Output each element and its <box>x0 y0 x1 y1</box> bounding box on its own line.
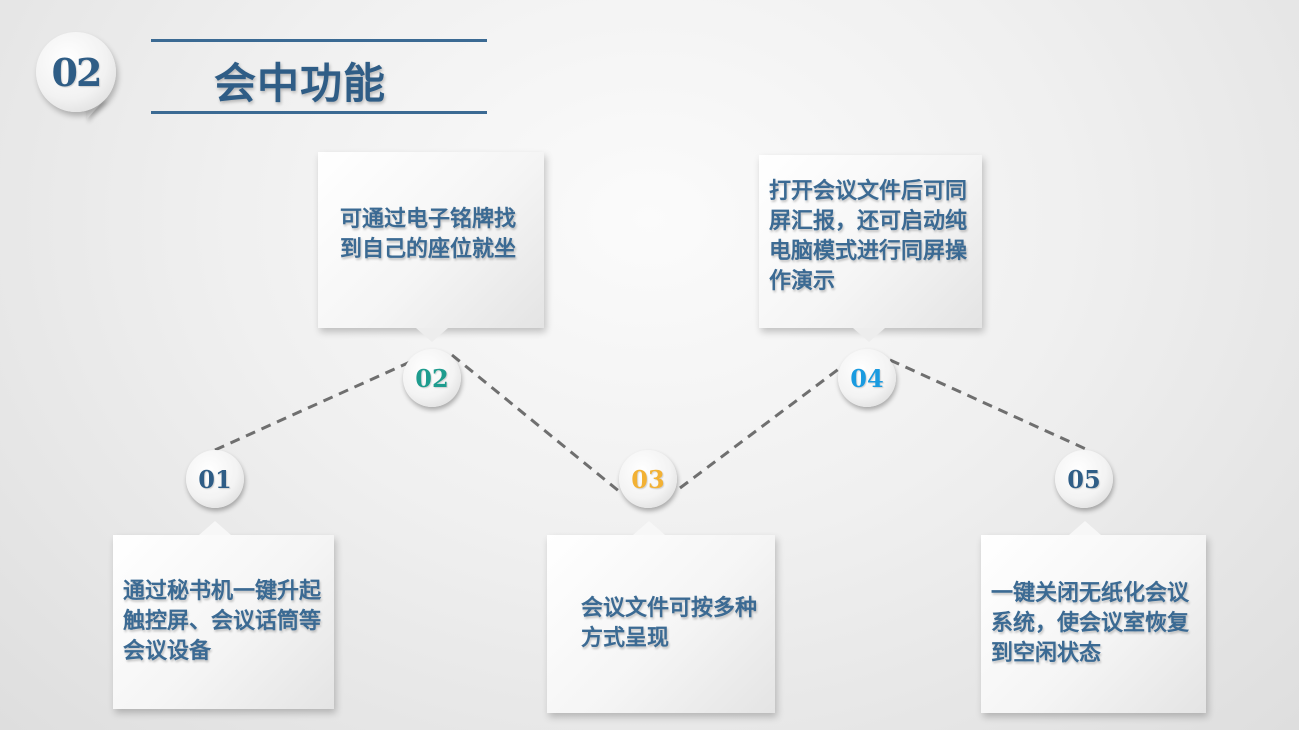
step-node-01: 01 <box>186 450 244 508</box>
step-card-04: 打开会议文件后可同屏汇报，还可启动纯电脑模式进行同屏操作演示 <box>759 155 982 342</box>
step-node-03: 03 <box>619 450 677 508</box>
step-node-04: 04 <box>838 349 896 407</box>
title-rule-top <box>151 39 487 42</box>
step-number-05: 05 <box>1067 464 1101 494</box>
step-number-02: 02 <box>415 363 449 393</box>
card-pointer <box>416 328 448 342</box>
step-card-03: 会议文件可按多种方式呈现 <box>547 521 775 713</box>
connector-02-03 <box>451 353 621 494</box>
speech-bubble: 02 <box>36 32 116 112</box>
step-card-05: 一键关闭无纸化会议系统，使会议室恢复到空闲状态 <box>981 521 1206 713</box>
step-card-01: 通过秘书机一键升起触控屏、会议话筒等会议设备 <box>113 521 334 709</box>
step-number-01: 01 <box>198 464 232 494</box>
section-number: 02 <box>51 49 103 95</box>
step-card-02: 可通过电子铭牌找到自己的座位就坐 <box>318 152 544 342</box>
card-pointer <box>199 521 231 535</box>
connector-03-04 <box>679 366 841 490</box>
connector-01-02 <box>214 360 411 452</box>
card-pointer <box>1069 521 1101 535</box>
card-pointer <box>853 328 885 342</box>
card-pointer <box>633 521 665 535</box>
step-text-04: 打开会议文件后可同屏汇报，还可启动纯电脑模式进行同屏操作演示 <box>769 178 968 294</box>
section-number-badge: 02 <box>36 32 120 120</box>
step-node-05: 05 <box>1055 450 1113 508</box>
step-number-03: 03 <box>631 464 665 494</box>
step-text-05: 一键关闭无纸化会议系统，使会议室恢复到空闲状态 <box>991 581 1190 666</box>
step-number-04: 04 <box>850 363 884 393</box>
step-text-03: 会议文件可按多种方式呈现 <box>581 596 758 651</box>
step-node-02: 02 <box>403 349 461 407</box>
connector-04-05 <box>889 358 1089 452</box>
page-title: 会中功能 <box>214 59 387 108</box>
step-text-01: 通过秘书机一键升起触控屏、会议话筒等会议设备 <box>123 579 322 664</box>
step-text-02: 可通过电子铭牌找到自己的座位就坐 <box>340 207 517 262</box>
title-rule-bottom <box>151 111 487 114</box>
